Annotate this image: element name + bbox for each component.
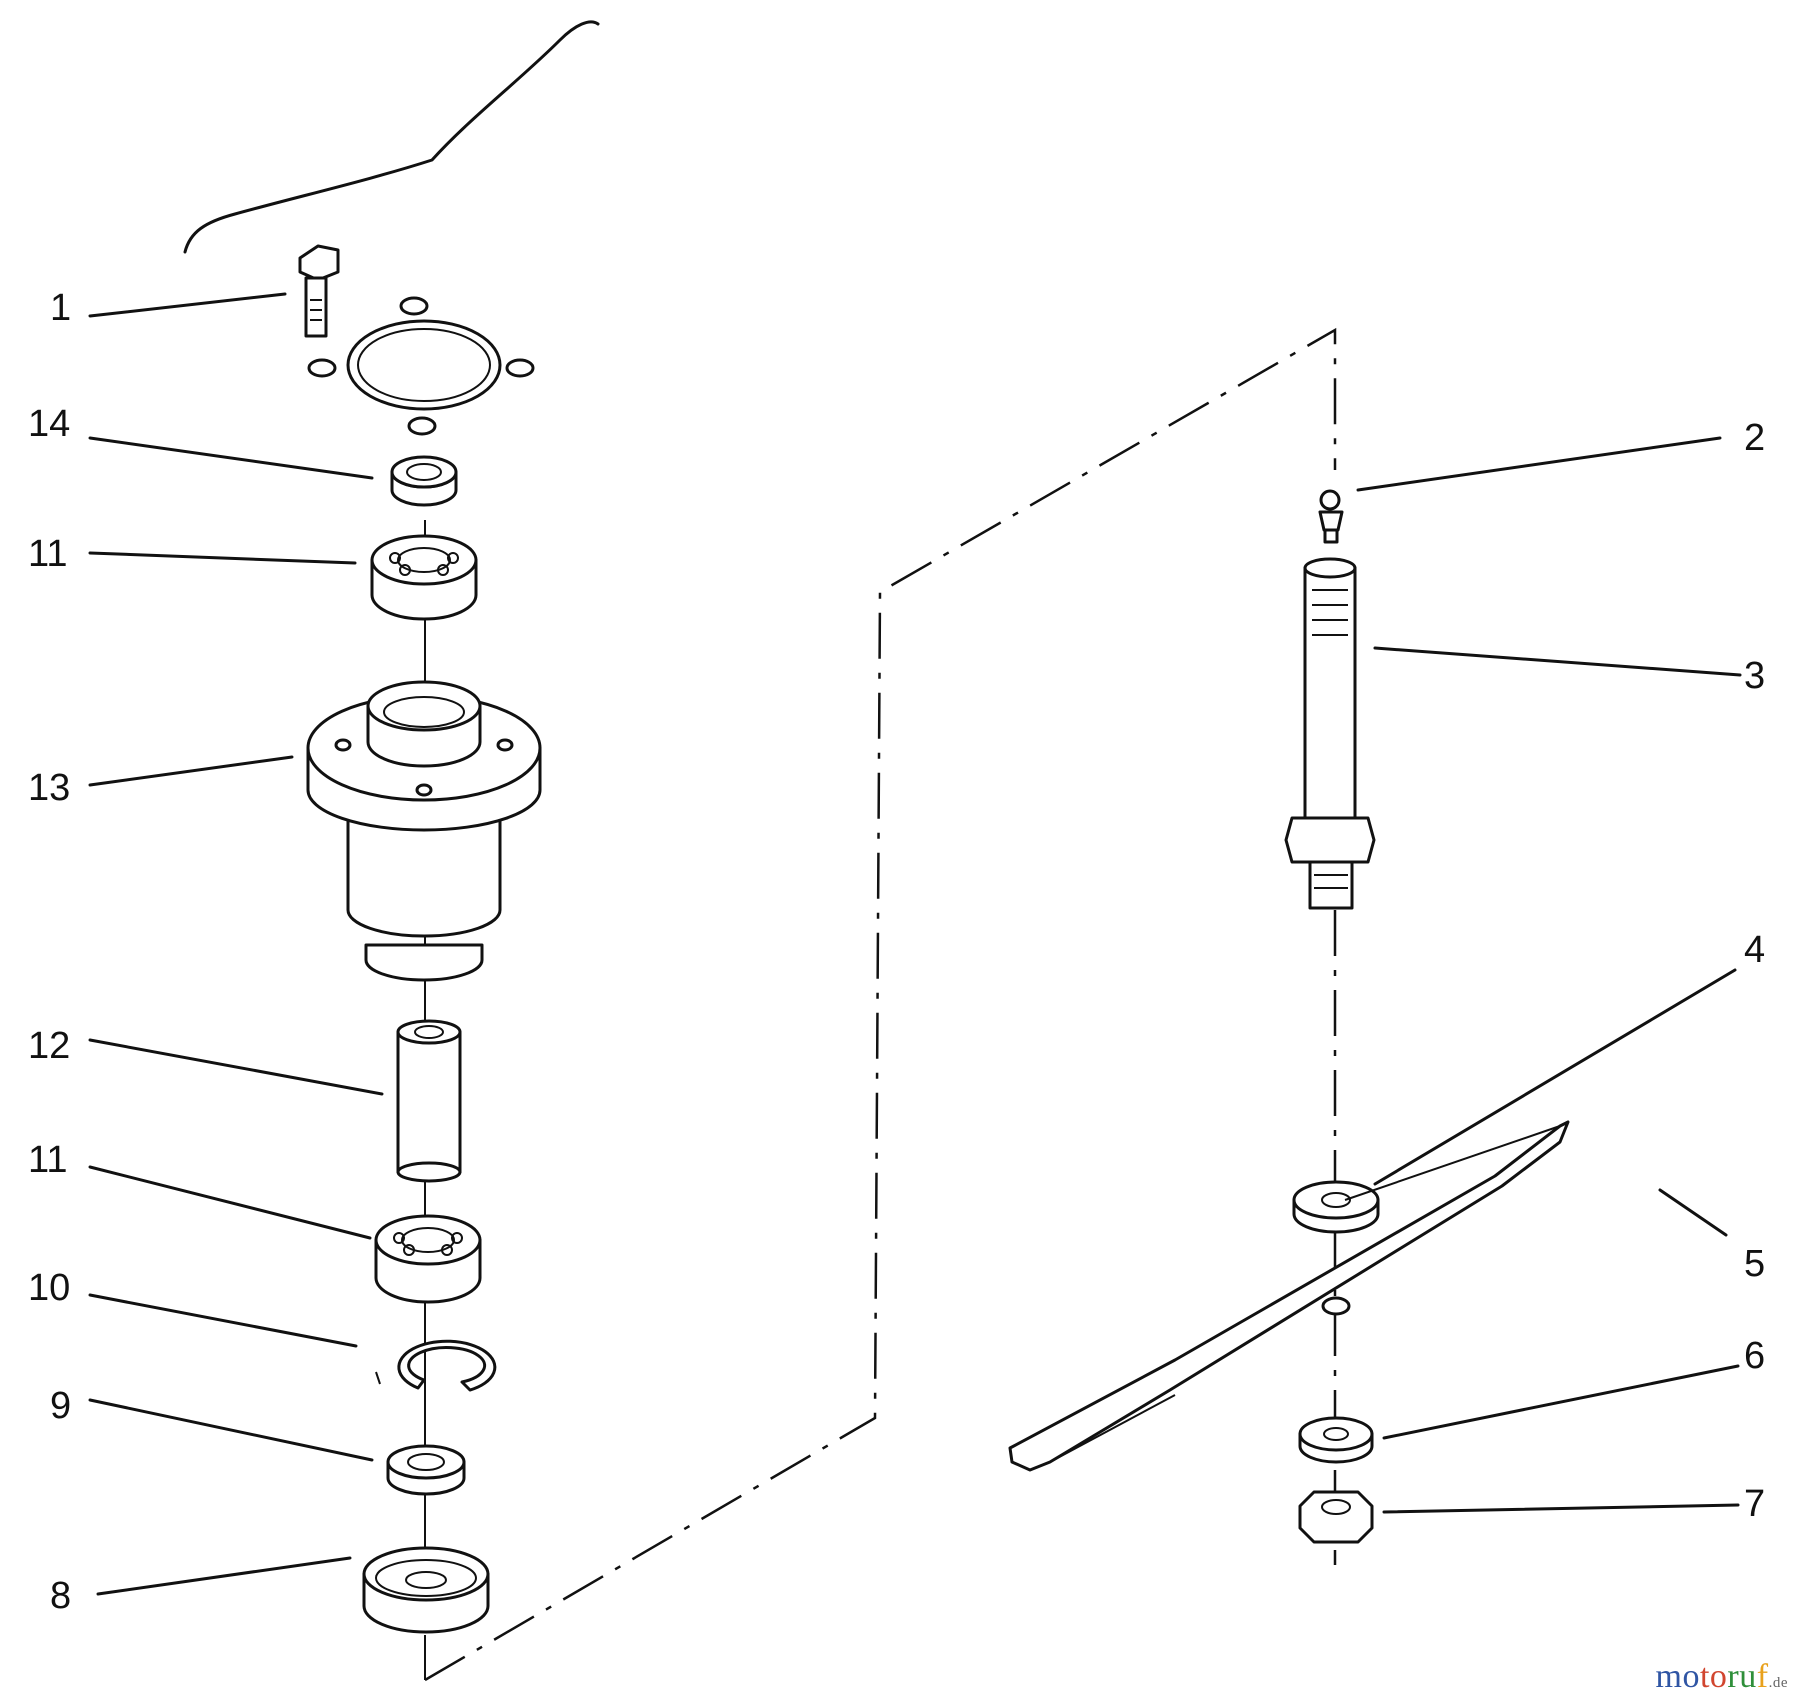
watermark-part-4: f (1756, 1658, 1769, 1695)
callout-11-lower: 11 (28, 1139, 67, 1181)
watermark-part-1: mo (1655, 1658, 1700, 1695)
callout-14: 14 (28, 403, 70, 445)
callout-2: 2 (1744, 417, 1765, 459)
watermark-part-3: ru (1727, 1658, 1757, 1695)
retaining-ring-part (375, 1339, 497, 1392)
lower-bearing-part (374, 1214, 482, 1304)
leader-lines (88, 292, 1742, 1596)
upper-washer-part (1292, 1180, 1380, 1234)
callout-4: 4 (1744, 929, 1765, 971)
callout-12: 12 (28, 1025, 70, 1067)
callout-10: 10 (28, 1267, 70, 1309)
spindle-housing-part (306, 680, 542, 982)
callout-3: 3 (1744, 655, 1765, 697)
nut-part (1298, 1490, 1374, 1544)
callout-1: 1 (50, 287, 71, 329)
callout-7: 7 (1744, 1483, 1765, 1525)
callout-13: 13 (28, 767, 70, 809)
watermark-logo: motoruf.de (1656, 1658, 1788, 1696)
cup-part (362, 1546, 490, 1634)
callout-5: 5 (1744, 1243, 1765, 1285)
callout-11-upper: 11 (28, 533, 67, 575)
small-seal-part (386, 1444, 466, 1496)
watermark-tld: .de (1768, 1675, 1788, 1691)
seal-part (390, 455, 458, 507)
callout-6: 6 (1744, 1335, 1765, 1377)
gasket-ring-part (307, 296, 535, 436)
watermark-part-2: to (1699, 1658, 1728, 1695)
grease-fitting-part (1318, 489, 1344, 544)
spindle-shaft-part (1284, 557, 1376, 910)
upper-bearing-part (370, 534, 478, 621)
bolt-part (298, 244, 340, 338)
blade-part (1008, 1120, 1570, 1472)
lower-washer-part (1298, 1416, 1374, 1464)
callout-9: 9 (50, 1385, 71, 1427)
alignment-path (424, 327, 1337, 1682)
deck-outline (183, 20, 600, 254)
callout-8: 8 (50, 1575, 71, 1617)
spacer-tube-part (396, 1019, 462, 1183)
